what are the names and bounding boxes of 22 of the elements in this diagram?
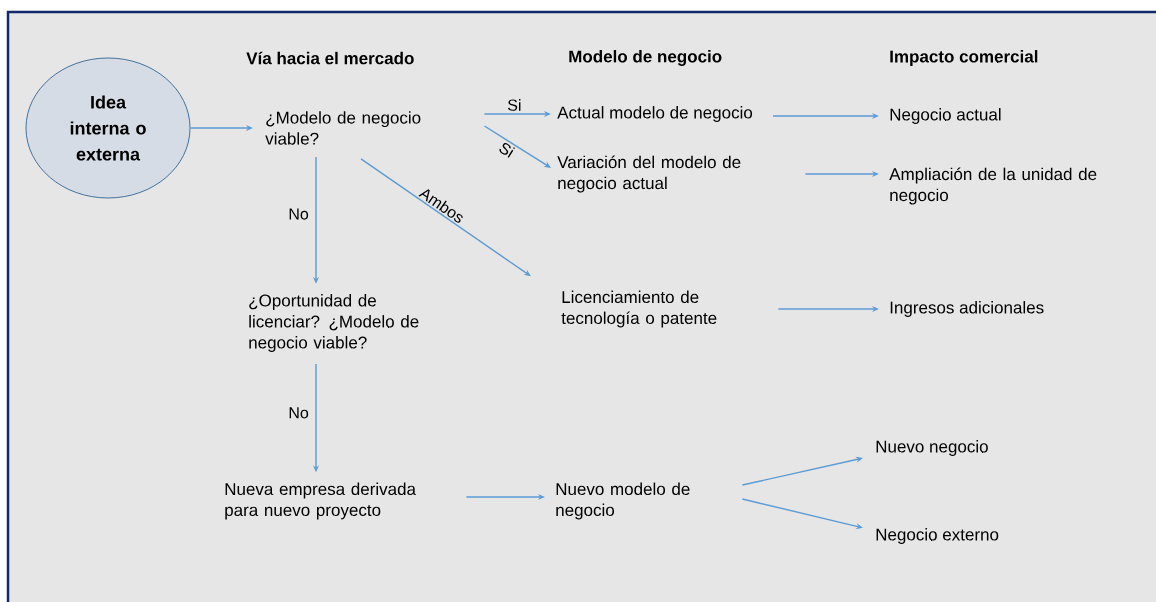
step-text: Nueva empresa derivada para nuevo proyecto: [225, 482, 416, 520]
arrow: [360, 158, 531, 277]
step-text: Ampliación de la unidad de negocio: [889, 167, 1097, 205]
step-text: Negocio externo: [876, 528, 999, 544]
step-text: Ingresos adicionales: [890, 301, 1044, 317]
step-text: Variación del modelo de negocio actual: [557, 155, 741, 193]
arrow: [483, 125, 551, 168]
edge-label: No: [289, 208, 309, 220]
arrow: [741, 456, 863, 486]
step-text: Actual modelo de negocio: [557, 106, 753, 122]
step-text: Licenciamiento de tecnología o patente: [561, 290, 717, 328]
step-text: Negocio actual: [890, 108, 1001, 124]
column-heading: Modelo de negocio: [569, 50, 722, 66]
step-text: Nuevo negocio: [876, 440, 988, 456]
column-heading: Impacto comercial: [890, 50, 1038, 66]
step-text: ¿Oportunidad de licenciar? ¿Modelo de negocio viable?: [249, 294, 419, 352]
column-heading: Vía hacia el mercado: [246, 51, 414, 65]
step-text: ¿Modelo de negocio viable?: [265, 111, 421, 145]
edge-label: Si: [508, 99, 521, 111]
step-text: Nuevo modelo de negocio: [556, 482, 690, 520]
edge-label: Si: [499, 143, 515, 158]
edge-label: No: [289, 407, 309, 419]
